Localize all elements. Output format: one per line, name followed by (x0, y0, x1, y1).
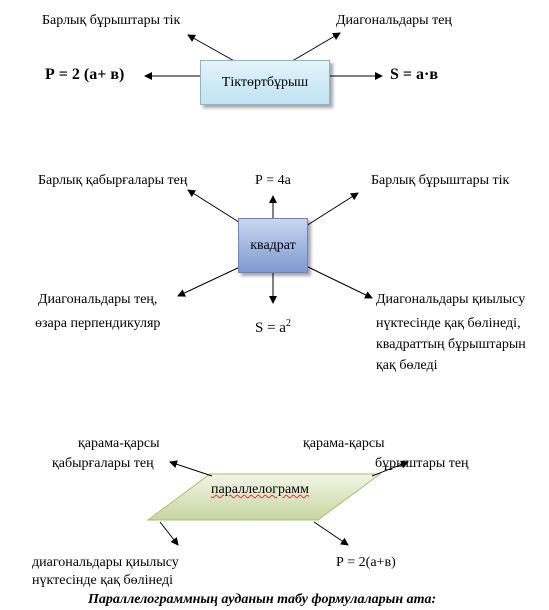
arrow-square-intersect (305, 265, 373, 299)
para-sides-line2: қабырғалары тең (52, 456, 154, 471)
rect-diagonals-text: Диагональдары тең (336, 13, 452, 28)
rectangle-label: Тіктөртбұрыш (221, 74, 309, 90)
square-intersect-line4: қақ бөледі (376, 358, 438, 373)
square-diagonals-line1: Диагональдары тең, (38, 292, 158, 307)
square-label: квадрат (250, 237, 296, 253)
square-perimeter-formula: Р = 4а (255, 173, 291, 188)
para-perimeter-formula: Р = 2(а+в) (336, 555, 396, 570)
square-area-exponent: 2 (285, 318, 291, 329)
rect-perimeter-formula: Р = 2 (а+ в) (45, 66, 125, 83)
square-box: квадрат (238, 218, 308, 273)
para-angles-line2: бұрыштары тең (375, 456, 469, 471)
parallelogram-label: параллелограмм (211, 482, 309, 497)
arrow-square-sides (187, 189, 243, 225)
arrow-para-angles (371, 460, 409, 477)
para-diagonals-line1: диагональдары қиылысу (32, 555, 179, 570)
square-angles-text: Барлық бұрыштары тік (371, 173, 510, 188)
square-diagonals-line2: өзара перпендикуляр (35, 316, 161, 331)
para-sides-line1: қарама-қарсы (78, 436, 160, 451)
footer-question: Параллелограммның ауданын табу формулала… (88, 592, 437, 607)
square-intersect-line1: Диагональдары қиылысу (376, 292, 526, 307)
rect-angles-text: Барлық бұрыштары тік (42, 13, 181, 28)
arrow-square-angles (305, 192, 359, 227)
para-diagonals-line2: нүктесінде қақ бөлінеді (32, 573, 174, 588)
arrow-para-diagonals (159, 521, 179, 546)
rectangle-box: Тіктөртбұрыш (200, 60, 330, 105)
square-intersect-line3: квадраттың бұрыштарын (376, 337, 526, 352)
arrow-square-diagonals (177, 265, 243, 297)
rect-area-formula: S = а·в (390, 66, 438, 83)
square-sides-text: Барлық қабырғалары тең (38, 173, 188, 188)
para-angles-line1: қарама-қарсы (303, 436, 385, 451)
square-area-formula: S = a2 (255, 316, 291, 336)
arrow-para-sides (169, 460, 213, 477)
parallelogram-label-wrap: параллелограмм (160, 482, 360, 498)
arrow-para-perimeter (313, 521, 349, 546)
parallelogram-shape (146, 473, 382, 521)
square-intersect-line2: нүктесінде қақ бөлінеді, (376, 316, 521, 331)
square-area-base: S = a (255, 320, 286, 336)
